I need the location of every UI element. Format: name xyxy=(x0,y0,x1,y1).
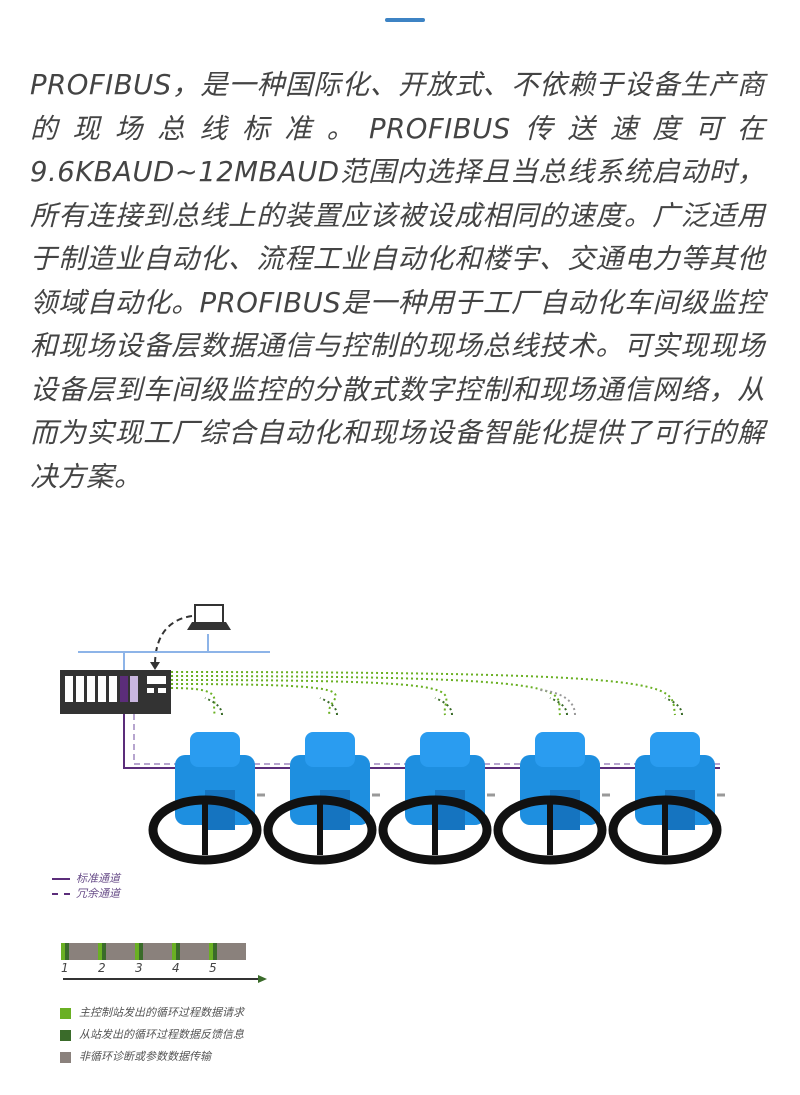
legend-standard-channel: 标准通道 xyxy=(52,870,120,886)
timeline-label: 3 xyxy=(135,961,143,975)
cyclic-data-paths xyxy=(170,671,676,716)
timeline-label: 2 xyxy=(98,961,106,975)
actuator-4 xyxy=(493,732,610,865)
legend-redundant-label: 冗余通道 xyxy=(76,887,120,900)
request-mark xyxy=(172,943,176,960)
actuator-5 xyxy=(608,732,725,865)
top-indicator xyxy=(385,18,425,22)
timeline-label: 5 xyxy=(209,961,217,975)
response-mark xyxy=(102,943,106,960)
request-mark xyxy=(98,943,102,960)
actuator-1 xyxy=(148,732,265,865)
legend-block-label: 主控制站发出的循环过程数据请求 xyxy=(79,1006,244,1019)
actuator-2 xyxy=(263,732,380,865)
request-mark xyxy=(61,943,65,960)
actuator-3 xyxy=(378,732,495,865)
laptop-icon xyxy=(187,604,231,630)
legend-block-item: 主控制站发出的循环过程数据请求 xyxy=(60,1004,244,1020)
legend-block-label: 从站发出的循环过程数据反馈信息 xyxy=(79,1028,244,1041)
legend-block-label: 非循环诊断或参数数据传输 xyxy=(79,1050,211,1063)
intro-paragraph: PROFIBUS，是一种国际化、开放式、不依赖于设备生产商的现场总线标准。PRO… xyxy=(30,69,765,493)
legend-swatch xyxy=(60,1007,71,1019)
legend-block-item: 从站发出的循环过程数据反馈信息 xyxy=(60,1026,244,1042)
laptop-link-arrow xyxy=(154,615,193,666)
plc-controller xyxy=(60,670,171,714)
legend-standard-label: 标准通道 xyxy=(76,872,120,885)
legend-swatch xyxy=(60,1029,71,1041)
legend-swatch xyxy=(60,1051,71,1063)
response-mark xyxy=(176,943,180,960)
timeline-label: 1 xyxy=(61,961,69,975)
response-mark xyxy=(65,943,69,960)
request-mark xyxy=(209,943,213,960)
timeline xyxy=(61,943,267,983)
legend-block-item: 非循环诊断或参数数据传输 xyxy=(60,1048,211,1064)
request-mark xyxy=(135,943,139,960)
response-mark xyxy=(213,943,217,960)
response-mark xyxy=(139,943,143,960)
timeline-label: 4 xyxy=(172,961,180,975)
profibus-network-diagram xyxy=(60,604,725,865)
legend-redundant-channel: 冗余通道 xyxy=(52,885,120,901)
